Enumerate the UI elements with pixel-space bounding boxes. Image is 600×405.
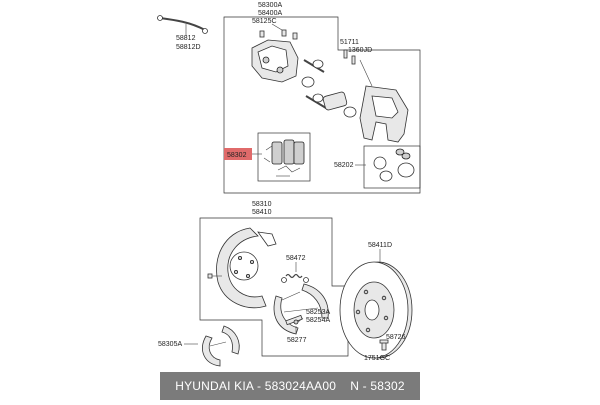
label-parking-2: 58410: [252, 209, 272, 216]
brake-disc: [339, 261, 413, 359]
label-caliper-1: 58300A: [258, 2, 282, 9]
brake-hose: [157, 15, 208, 36]
footer-ref: N - 58302: [350, 379, 405, 393]
label-hose-1: 58812: [176, 35, 196, 42]
disc-screw: [379, 339, 389, 351]
backing-plate: [216, 227, 277, 309]
label-disc: 58411D: [368, 242, 392, 249]
hold-down-spring: [281, 273, 309, 283]
label-bolt-1: 51711: [340, 39, 359, 46]
label-seal-kit: 58202: [334, 162, 354, 169]
label-spring: 58472: [286, 255, 306, 262]
adjuster-assembly: [285, 314, 303, 326]
caliper-body: [251, 39, 299, 83]
mounting-bolt: [343, 49, 356, 65]
label-pin: 58277: [287, 337, 307, 344]
label-adjuster-1: 58253A: [306, 309, 330, 316]
label-disc-bolt-1: 58726: [386, 334, 406, 341]
pad-kit-label-highlight: [224, 148, 252, 160]
parking-brake-box: [199, 217, 349, 357]
caliper-assembly-box: [223, 16, 421, 194]
pad-kit-box: [257, 132, 311, 182]
part-footer: HYUNDAI KIA - 583024AA00 N - 58302: [160, 372, 420, 400]
label-pad-kit: 58302: [227, 152, 247, 159]
brake-pads: [263, 139, 305, 177]
seal-rings: [373, 148, 415, 182]
caliper-carrier: [359, 85, 409, 143]
label-bleeder: 58125C: [252, 18, 277, 25]
brake-shoe-set: [202, 325, 240, 367]
label-hose-2: 58812D: [176, 44, 201, 51]
label-bolt-2: 1360JD: [348, 47, 372, 54]
bleeder-screw: [259, 29, 298, 40]
footer-brand: HYUNDAI: [175, 379, 231, 393]
label-adjuster-2: 58254A: [306, 317, 330, 324]
footer-make: KIA: [234, 379, 254, 393]
caliper-piston: [322, 91, 357, 118]
parking-brake-shoes: [273, 283, 329, 335]
label-parking-1: 58310: [252, 201, 272, 208]
label-caliper-2: 58400A: [258, 10, 282, 17]
label-disc-bolt-2: 1751GC: [364, 355, 390, 362]
guide-pins: [301, 59, 327, 109]
label-shoe: 58305A: [158, 341, 182, 348]
footer-part-number: 583024AA00: [264, 379, 337, 393]
seal-kit-box: [363, 145, 421, 189]
